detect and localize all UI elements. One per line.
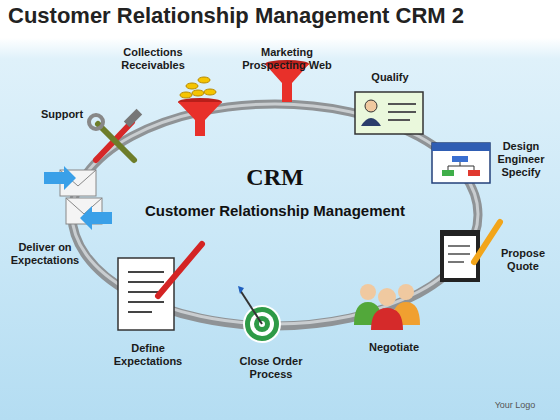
quote-clipboard-icon [440,222,500,282]
qualify-card-icon-part [361,118,381,126]
coins-funnel-icon-part [180,92,192,98]
expectations-notebook-icon-part [128,271,164,273]
stage-label: Define Expectations [103,342,193,368]
design-window-icon-part [448,162,474,170]
qualify-card-icon-part [388,103,416,105]
deliver-envelopes-icon-part [44,166,76,190]
stage-label: Close Order Process [226,355,316,381]
expectations-notebook-icon-part [128,281,164,283]
expectations-notebook-icon-part [128,301,164,303]
coins-funnel-icon-part [204,89,216,95]
coins-funnel-icon-part [186,83,198,89]
negotiate-people-icon-part [378,288,396,306]
qualify-card-icon-part [388,119,410,121]
quote-clipboard-icon-part [448,253,470,255]
coins-funnel-icon-part [192,90,204,96]
stage-label: Propose Quote [493,247,553,273]
center-heading: CRM [66,164,484,191]
stage-label: Marketing Prospecting Web [237,46,337,72]
deliver-envelopes-icon [44,166,112,230]
coins-funnel-icon [178,77,222,136]
qualify-card-icon-part [365,100,377,112]
expectations-notebook-icon-part [158,244,202,296]
qualify-card-icon-part [355,92,423,134]
logo-placeholder: Your Logo [480,399,550,412]
qualify-card-icon [355,92,423,134]
quote-clipboard-icon-part [448,261,464,263]
quote-clipboard-icon-part [444,236,476,278]
quote-clipboard-icon-part [440,230,480,282]
center-subtitle: Customer Relationship Management [66,202,484,219]
slide-title: Customer Relationship Management CRM 2 [8,3,464,29]
deliver-envelopes-icon-part [80,206,112,230]
close-target-icon [238,286,280,342]
design-window-icon-part [452,156,468,162]
stage-label: Negotiate [354,341,434,354]
stage-label: Collections Receivables [108,46,198,72]
qualify-card-icon-part [388,111,416,113]
design-window-icon-part [442,170,454,176]
stage-label: Deliver on Expectations [2,241,88,267]
stage-label: Support [27,108,97,121]
design-window-icon [432,143,490,183]
deliver-envelopes-icon-part [66,198,102,214]
design-window-icon-part [432,143,490,151]
stage-label: Design Engineer Specify [491,140,551,179]
negotiate-people-icon-part [371,308,403,330]
quote-clipboard-icon-part [448,245,470,247]
design-window-icon-part [432,143,490,183]
support-tools-icon-part [124,109,142,127]
stage-label: Qualify [355,71,425,84]
close-target-icon-part [238,286,244,294]
negotiate-people-icon-part [360,284,376,300]
expectations-notebook-icon-part [128,311,152,313]
close-target-icon-part [240,290,262,324]
coins-funnel-icon-part [198,77,210,83]
support-tools-icon-part [89,115,103,129]
design-window-icon-part [468,170,480,176]
expectations-notebook-icon-part [118,258,174,330]
negotiate-people-icon-part [398,284,414,300]
